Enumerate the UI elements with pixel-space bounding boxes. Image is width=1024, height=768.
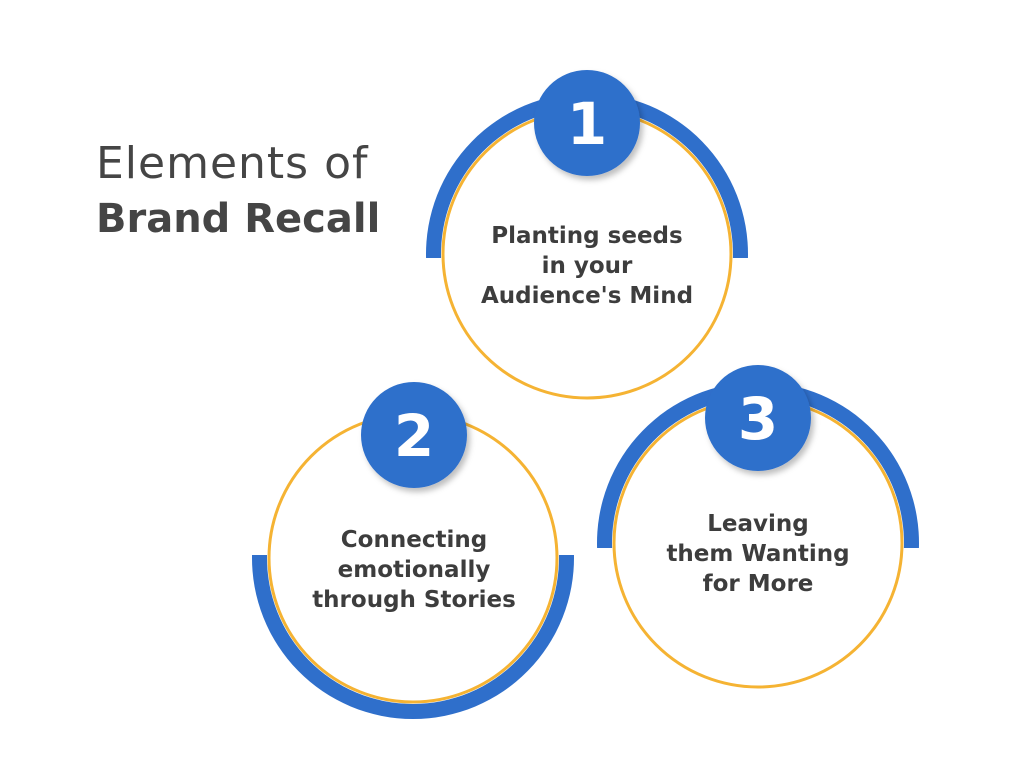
title-line-1: Elements of: [96, 138, 369, 189]
step-2-text: Connecting emotionally through Stories: [284, 525, 544, 615]
step-1: 1: [426, 70, 748, 400]
step-3-text-line: Leaving: [707, 511, 809, 537]
step-2-number: 2: [394, 402, 434, 470]
step-1-number: 1: [567, 90, 607, 158]
step-2-text-line: emotionally: [337, 557, 491, 583]
step-1-text-line: Audience's Mind: [480, 283, 694, 309]
step-3: 3: [597, 365, 919, 689]
step-2: 2: [252, 382, 575, 719]
step-1-text-line: Planting seeds: [491, 223, 683, 249]
step-3-number: 3: [738, 385, 778, 453]
step-3-text-line: for More: [702, 571, 814, 597]
step-3-text-line: them Wanting: [666, 541, 850, 567]
step-3-text: Leaving them Wanting for More: [628, 509, 888, 599]
step-2-text-line: through Stories: [312, 587, 516, 613]
step-1-text: Planting seeds in your Audience's Mind: [457, 221, 717, 311]
step-1-number-badge: [534, 70, 640, 176]
step-2-text-line: Connecting: [340, 527, 488, 553]
step-3-number-badge: [705, 365, 811, 471]
step-1-text-line: in your: [541, 253, 633, 279]
title-line-2: Brand Recall: [96, 196, 381, 242]
step-2-number-badge: [361, 382, 467, 488]
